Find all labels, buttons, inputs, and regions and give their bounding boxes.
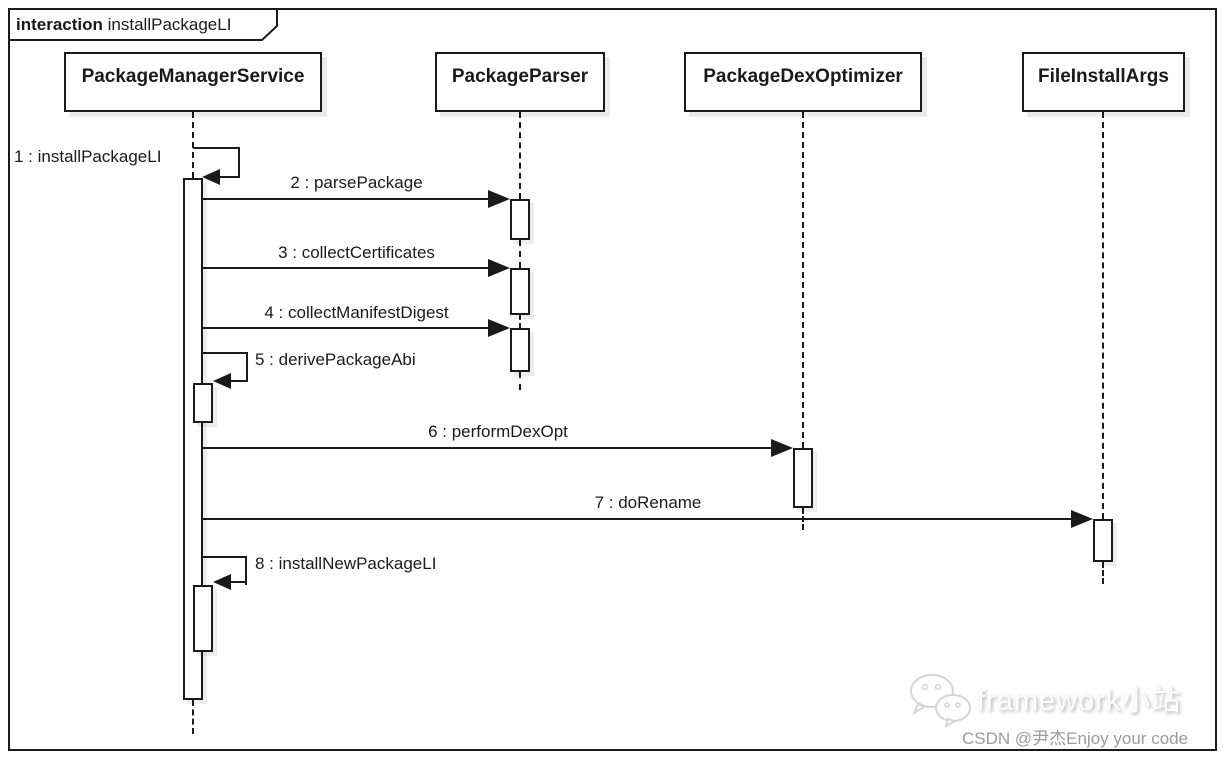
message-4-line: [203, 327, 490, 329]
lifeline-name: FileInstallArgs: [1038, 66, 1169, 87]
message-8-arrowhead-icon: [213, 574, 231, 590]
message-3-arrowhead-icon: [488, 259, 510, 277]
message-label-3: 3 : collectCertificates: [278, 243, 435, 262]
message-label-5: 5 : derivePackageAbi: [255, 350, 416, 369]
lifeline-head-packagedexoptimizer: PackageDexOptimizer: [684, 52, 922, 112]
message-7-arrowhead-icon: [1071, 510, 1093, 528]
message-label-8: 8 : installNewPackageLI: [255, 554, 437, 573]
lifeline-name: PackageParser: [451, 66, 589, 87]
lifeline-dash-packagedexoptimizer: [802, 112, 804, 448]
frame-keyword: interaction: [16, 15, 103, 34]
lifeline-head-fileinstallargs: FileInstallArgs: [1022, 52, 1185, 112]
lifeline-dash-packageparser: [519, 112, 521, 199]
activation-bar-packagemanagerservice: [183, 178, 203, 700]
message-2-line: [203, 198, 490, 200]
message-6-line: [203, 447, 773, 449]
activation-bar-nested-installnewpackageli: [193, 585, 213, 652]
message-6-arrowhead-icon: [771, 439, 793, 457]
message-8-self-right-line: [245, 556, 247, 585]
message-5-self-bottom-line: [229, 380, 248, 382]
frame-name: installPackageLI: [107, 15, 232, 34]
message-label-1: 1 : installPackageLI: [14, 147, 162, 166]
activation-bar-packagedexoptimizer: [793, 448, 813, 508]
message-1-self-top-line: [193, 147, 240, 149]
message-5-self-right-line: [246, 352, 248, 382]
lifeline-dash-packageparser: [519, 240, 521, 268]
message-3-line: [203, 267, 490, 269]
activation-bar-packageparser-3: [510, 328, 530, 372]
lifeline-dash-packagemanagerservice-tail: [192, 700, 194, 734]
diagram-frame-border: [8, 8, 1217, 751]
message-7-line: [203, 518, 1073, 520]
lifeline-dash-packageparser-tail: [519, 372, 521, 390]
message-label-7: 7 : doRename: [594, 493, 702, 512]
watermark-brand: framework小站: [977, 685, 1182, 717]
frame-title: interaction installPackageLI: [8, 8, 276, 41]
activation-bar-nested-derivepackageabi: [193, 383, 213, 423]
lifeline-dash-fileinstallargs: [1102, 112, 1104, 519]
message-1-arrowhead-icon: [202, 169, 220, 185]
message-5-arrowhead-icon: [213, 373, 231, 389]
message-1-self-right-line: [238, 147, 240, 178]
message-label-4: 4 : collectManifestDigest: [264, 303, 449, 322]
lifeline-name: PackageManagerService: [81, 66, 305, 87]
lifeline-dash-packageparser: [519, 315, 521, 328]
frame-title-tab: interaction installPackageLI: [8, 8, 278, 41]
message-4-arrowhead-icon: [488, 319, 510, 337]
lifeline-dash-packagemanagerservice: [192, 112, 194, 178]
message-8-self-bottom-line: [229, 581, 247, 583]
activation-bar-packageparser-1: [510, 199, 530, 240]
message-2-arrowhead-icon: [488, 190, 510, 208]
message-5-self-top-line: [203, 352, 248, 354]
wechat-icon: [908, 672, 974, 729]
lifeline-name: PackageDexOptimizer: [703, 66, 903, 87]
lifeline-head-packageparser: PackageParser: [435, 52, 605, 112]
activation-bar-packageparser-2: [510, 268, 530, 315]
activation-bar-fileinstallargs: [1093, 519, 1113, 562]
message-label-6: 6 : performDexOpt: [428, 422, 568, 441]
lifeline-dash-fileinstallargs-tail: [1102, 562, 1104, 584]
message-1-self-bottom-line: [218, 176, 240, 178]
frame-pentagon-shape: [8, 8, 278, 41]
message-label-2: 2 : parsePackage: [290, 173, 423, 192]
watermark-credit: CSDN @尹杰Enjoy your code: [962, 729, 1189, 748]
message-8-self-top-line: [203, 556, 247, 558]
lifeline-head-packagemanagerservice: PackageManagerService: [64, 52, 322, 112]
